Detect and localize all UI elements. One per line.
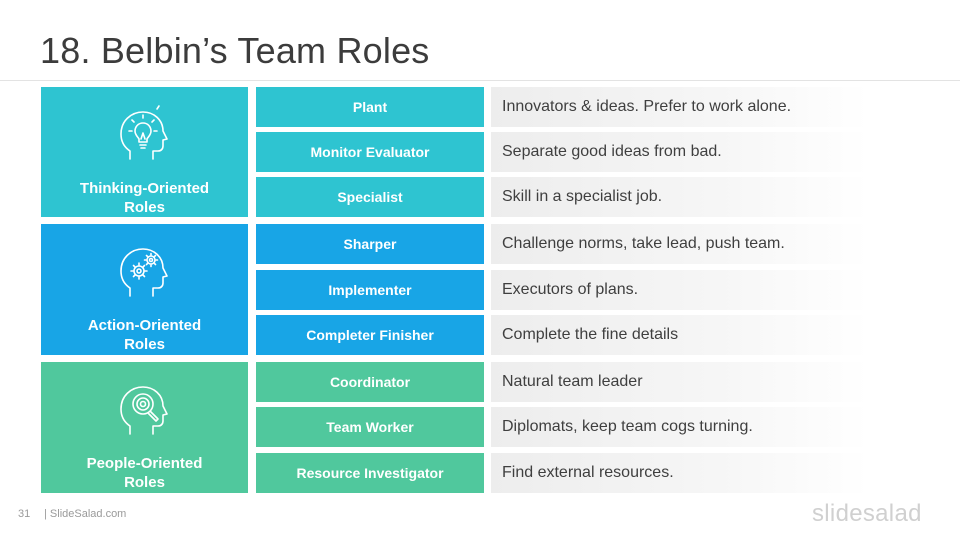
description-coordinator: Natural team leader: [491, 362, 869, 402]
description-sharper: Challenge norms, take lead, push team.: [491, 224, 869, 264]
group-people-oriented: People-Oriented Roles: [41, 362, 248, 493]
description-resource-investigator: Find external resources.: [491, 453, 869, 493]
role-implementer: Implementer: [256, 270, 484, 310]
description-implementer: Executors of plans.: [491, 270, 869, 310]
role-sharper: Sharper: [256, 224, 484, 264]
footer-site-link: | SlideSalad.com: [44, 508, 127, 520]
head-magnifier-icon: [112, 376, 178, 442]
role-plant: Plant: [256, 87, 484, 127]
role-specialist: Specialist: [256, 177, 484, 217]
head-gears-icon: [112, 238, 178, 304]
group-label: Action-Oriented Roles: [87, 317, 202, 353]
role-monitor-evaluator: Monitor Evaluator: [256, 132, 484, 172]
group-action-oriented: Action-Oriented Roles: [41, 224, 248, 355]
title-divider: [0, 80, 960, 81]
page-number: 31: [18, 508, 31, 520]
role-team-worker: Team Worker: [256, 407, 484, 447]
role-completer-finisher: Completer Finisher: [256, 315, 484, 355]
role-resource-investigator: Resource Investigator: [256, 453, 484, 493]
page-title: 18. Belbin’s Team Roles: [40, 30, 430, 71]
head-lightbulb-icon: [112, 101, 178, 167]
description-plant: Innovators & ideas. Prefer to work alone…: [491, 87, 869, 127]
description-specialist: Skill in a specialist job.: [491, 177, 869, 217]
role-coordinator: Coordinator: [256, 362, 484, 402]
group-label: Thinking-Oriented Roles: [79, 180, 210, 216]
group-thinking-oriented: Thinking-Oriented Roles: [41, 87, 248, 217]
description-team-worker: Diplomats, keep team cogs turning.: [491, 407, 869, 447]
group-label: People-Oriented Roles: [86, 455, 203, 491]
description-completer-finisher: Complete the fine details: [491, 315, 869, 355]
description-monitor-evaluator: Separate good ideas from bad.: [491, 132, 869, 172]
brand-logo: slidesalad: [812, 500, 922, 527]
